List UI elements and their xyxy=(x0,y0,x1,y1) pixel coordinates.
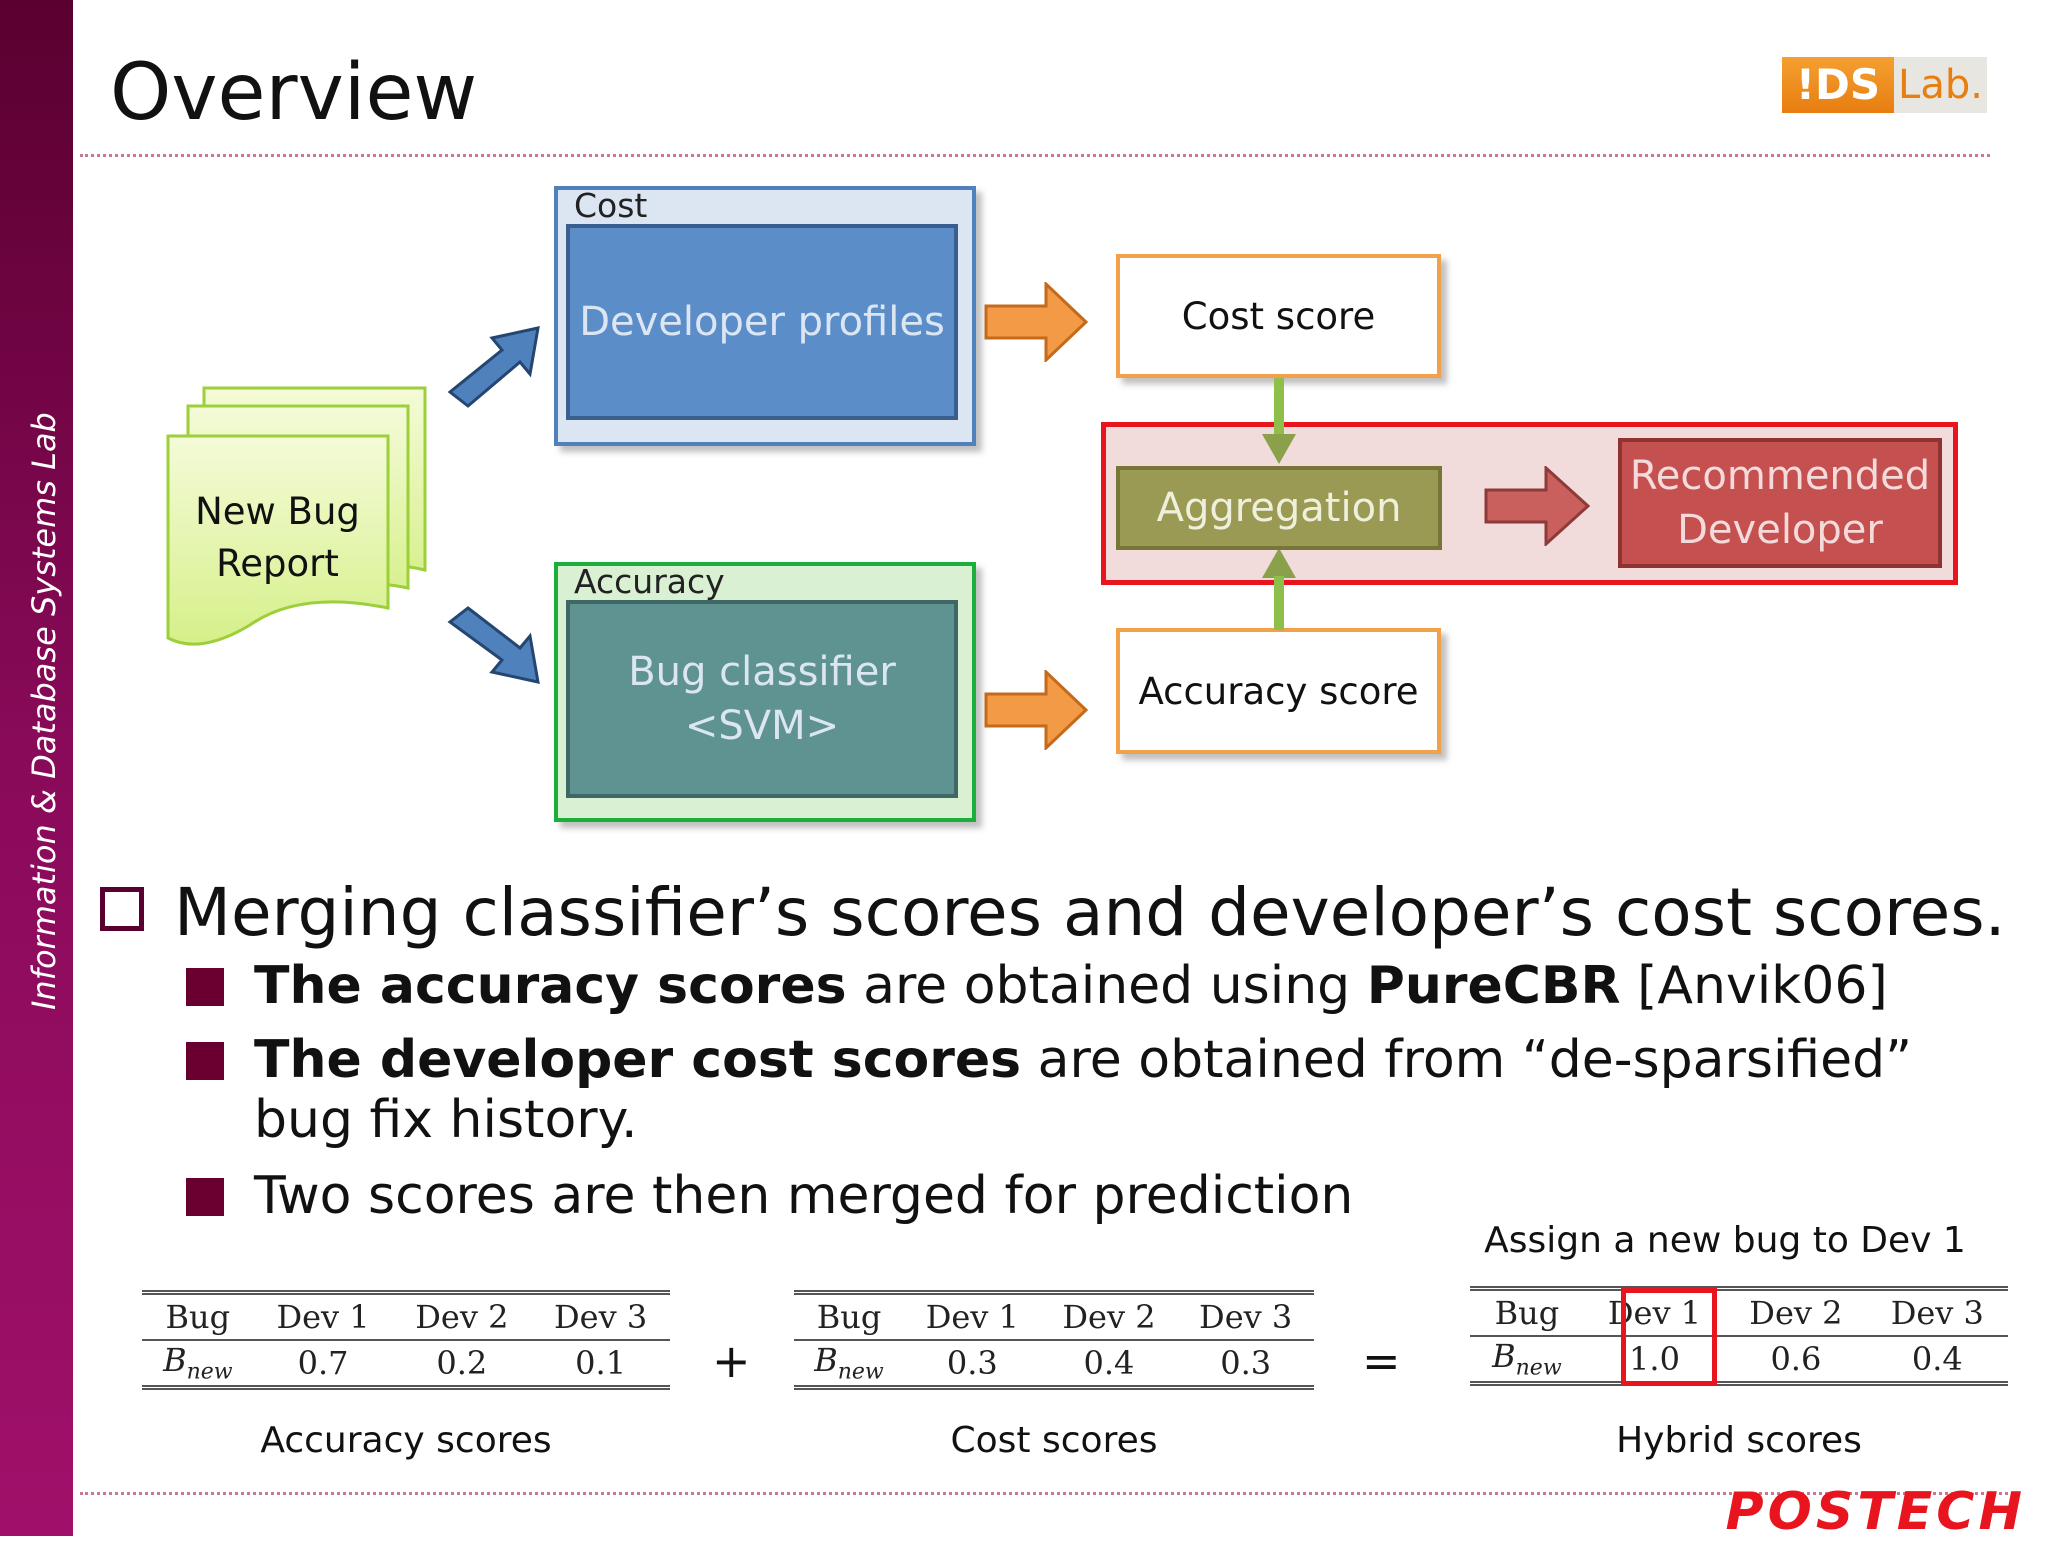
arrow-right-icon xyxy=(984,282,1089,362)
sub1-bold-2: PureCBR xyxy=(1366,956,1621,1016)
accuracy-score-box: Accuracy score xyxy=(1116,628,1441,754)
cell-dev2: 0.6 xyxy=(1770,1340,1822,1378)
sidebar-band xyxy=(0,0,73,1536)
logo-lab-text: Lab. xyxy=(1894,57,1987,113)
developer-profiles-box: Developer profiles xyxy=(566,224,958,420)
cost-score-box: Cost score xyxy=(1116,254,1441,378)
recommended-line-1: Recommended xyxy=(1629,453,1931,499)
bug-classifier-box: Bug classifier <SVM> xyxy=(566,600,958,798)
cost-scores-caption: Cost scores xyxy=(950,1420,1158,1461)
sub-bullet-1: The accuracy scores are obtained using P… xyxy=(254,956,1974,1016)
col-dev2: Dev 2 xyxy=(1062,1298,1156,1336)
sub1-bold-1: The accuracy scores xyxy=(254,956,847,1016)
classifier-line-2: <SVM> xyxy=(684,703,840,749)
logo-ids-text: !DS xyxy=(1782,57,1894,113)
cell-dev2: 0.2 xyxy=(436,1344,488,1382)
ids-lab-logo: !DS Lab. xyxy=(1782,57,1987,113)
square-bullet-icon xyxy=(186,968,224,1006)
hybrid-note: Assign a new bug to Dev 1 xyxy=(1484,1220,1966,1261)
cell-dev3: 0.1 xyxy=(575,1344,627,1382)
cell-dev3: 0.4 xyxy=(1911,1340,1963,1378)
cost-scores-table: Bug Dev 1 Dev 2 Dev 3 Bnew 0.3 0.4 0.3 xyxy=(794,1290,1314,1390)
arrow-right-icon xyxy=(1484,466,1591,546)
new-bug-report-label: New Bug Report xyxy=(170,486,385,590)
plus-operator: + xyxy=(712,1334,751,1388)
col-dev3: Dev 3 xyxy=(1199,1298,1293,1336)
classifier-line-1: Bug classifier xyxy=(628,649,896,695)
col-dev3: Dev 3 xyxy=(1890,1294,1984,1332)
row-label: Bnew xyxy=(814,1341,884,1385)
arrow-up-icon xyxy=(1262,548,1296,630)
input-line-2: Report xyxy=(216,542,339,585)
cell-dev1: 0.7 xyxy=(297,1344,349,1382)
col-bug: Bug xyxy=(816,1298,882,1336)
sub1-text-1: are obtained using xyxy=(846,956,1367,1016)
accuracy-scores-caption: Accuracy scores xyxy=(260,1420,552,1461)
hollow-square-bullet-icon xyxy=(100,886,144,931)
cell-dev2: 0.4 xyxy=(1083,1344,1135,1382)
arrow-up-right-icon xyxy=(447,326,540,408)
hybrid-scores-table: Bug Dev 1 Dev 2 Dev 3 Bnew 1.0 0.6 0.4 xyxy=(1470,1286,2008,1386)
accuracy-score-label: Accuracy score xyxy=(1138,669,1419,713)
col-dev2: Dev 2 xyxy=(415,1298,509,1336)
sub-bullet-2: The developer cost scores are obtained f… xyxy=(254,1030,1974,1150)
accuracy-scores-table: Bug Dev 1 Dev 2 Dev 3 Bnew 0.7 0.2 0.1 xyxy=(142,1290,670,1390)
sub2-bold: The developer cost scores xyxy=(254,1030,1022,1090)
sub1-text-2: [Anvik06] xyxy=(1620,956,1888,1016)
cell-dev1: 1.0 xyxy=(1629,1340,1680,1378)
document-stack-icon xyxy=(166,386,427,646)
cell-dev1: 0.3 xyxy=(946,1344,998,1382)
arrow-right-icon xyxy=(984,670,1089,750)
col-dev1: Dev 1 xyxy=(925,1298,1019,1336)
main-bullet: Merging classifier’s scores and develope… xyxy=(100,870,2006,956)
square-bullet-icon xyxy=(186,1178,224,1216)
arrow-down-icon xyxy=(1262,378,1296,464)
slide-title: Overview xyxy=(110,48,478,138)
equals-operator: = xyxy=(1362,1334,1401,1388)
postech-logo: POSTECH xyxy=(1725,1482,2026,1542)
header-divider xyxy=(80,154,1990,157)
developer-profiles-label: Developer profiles xyxy=(579,299,945,345)
col-dev1: Dev 1 xyxy=(276,1298,370,1336)
col-dev2: Dev 2 xyxy=(1749,1294,1843,1332)
square-bullet-icon xyxy=(186,1042,224,1080)
row-label: Bnew xyxy=(163,1341,233,1385)
main-bullet-text: Merging classifier’s scores and develope… xyxy=(174,874,2006,951)
cost-group-label: Cost xyxy=(574,186,648,225)
row-label: Bnew xyxy=(1492,1337,1562,1381)
hybrid-scores-caption: Hybrid scores xyxy=(1616,1420,1862,1461)
aggregation-label: Aggregation xyxy=(1156,485,1402,531)
cost-score-label: Cost score xyxy=(1181,294,1376,338)
sidebar-lab-name: Information & Database Systems Lab xyxy=(25,412,63,1010)
sub-bullet-3: Two scores are then merged for predictio… xyxy=(254,1166,1354,1226)
cell-dev3: 0.3 xyxy=(1220,1344,1272,1382)
recommended-developer-box: Recommended Developer xyxy=(1618,438,1942,568)
aggregation-box: Aggregation xyxy=(1116,466,1442,550)
footer-divider xyxy=(80,1492,2020,1495)
dev1-highlight-box xyxy=(1621,1288,1717,1386)
col-dev3: Dev 3 xyxy=(554,1298,648,1336)
sub2-text: are obtained from “de-sparsified” bug fi… xyxy=(254,1030,1913,1150)
accuracy-group-label: Accuracy xyxy=(574,562,725,601)
col-bug: Bug xyxy=(1494,1294,1560,1332)
arrow-down-right-icon xyxy=(447,606,540,684)
col-bug: Bug xyxy=(165,1298,231,1336)
recommended-line-2: Developer xyxy=(1677,507,1883,553)
input-line-1: New Bug xyxy=(195,490,360,533)
